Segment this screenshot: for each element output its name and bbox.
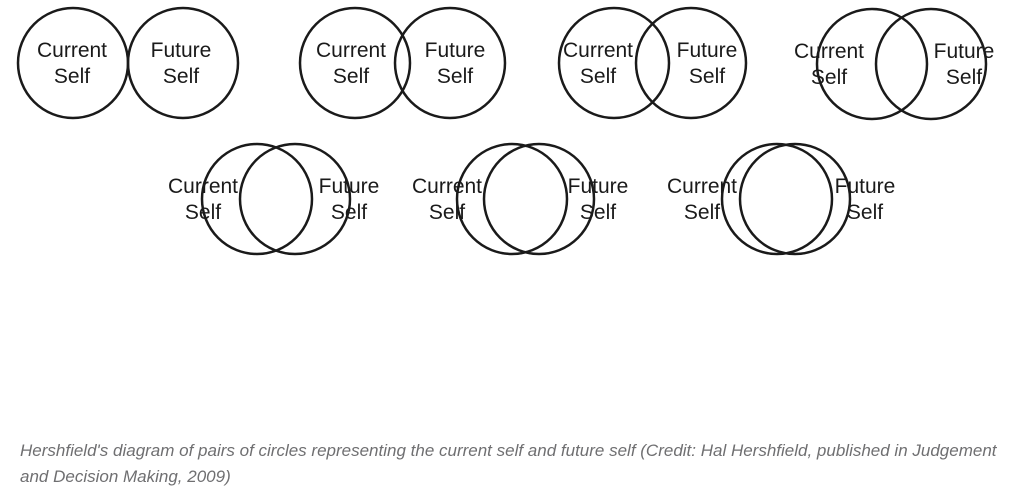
current-self-circle [200, 142, 314, 256]
future-self-circle [482, 142, 596, 256]
future-self-circle [738, 142, 852, 256]
current-self-circle [298, 6, 412, 120]
future-self-circle [238, 142, 352, 256]
future-self-circle [126, 6, 240, 120]
future-self-circle [874, 7, 988, 121]
future-self-circle [393, 6, 507, 120]
current-self-circle [815, 7, 929, 121]
figure-caption-line-1: Hershfield's diagram of pairs of circles… [20, 441, 997, 460]
figure-caption: Hershfield's diagram of pairs of circles… [20, 438, 1010, 490]
current-self-circle [455, 142, 569, 256]
figure-caption-line-2: and Decision Making, 2009) [20, 467, 231, 486]
future-self-circle [634, 6, 748, 120]
current-self-circle [16, 6, 130, 120]
current-self-circle [557, 6, 671, 120]
current-self-circle [720, 142, 834, 256]
